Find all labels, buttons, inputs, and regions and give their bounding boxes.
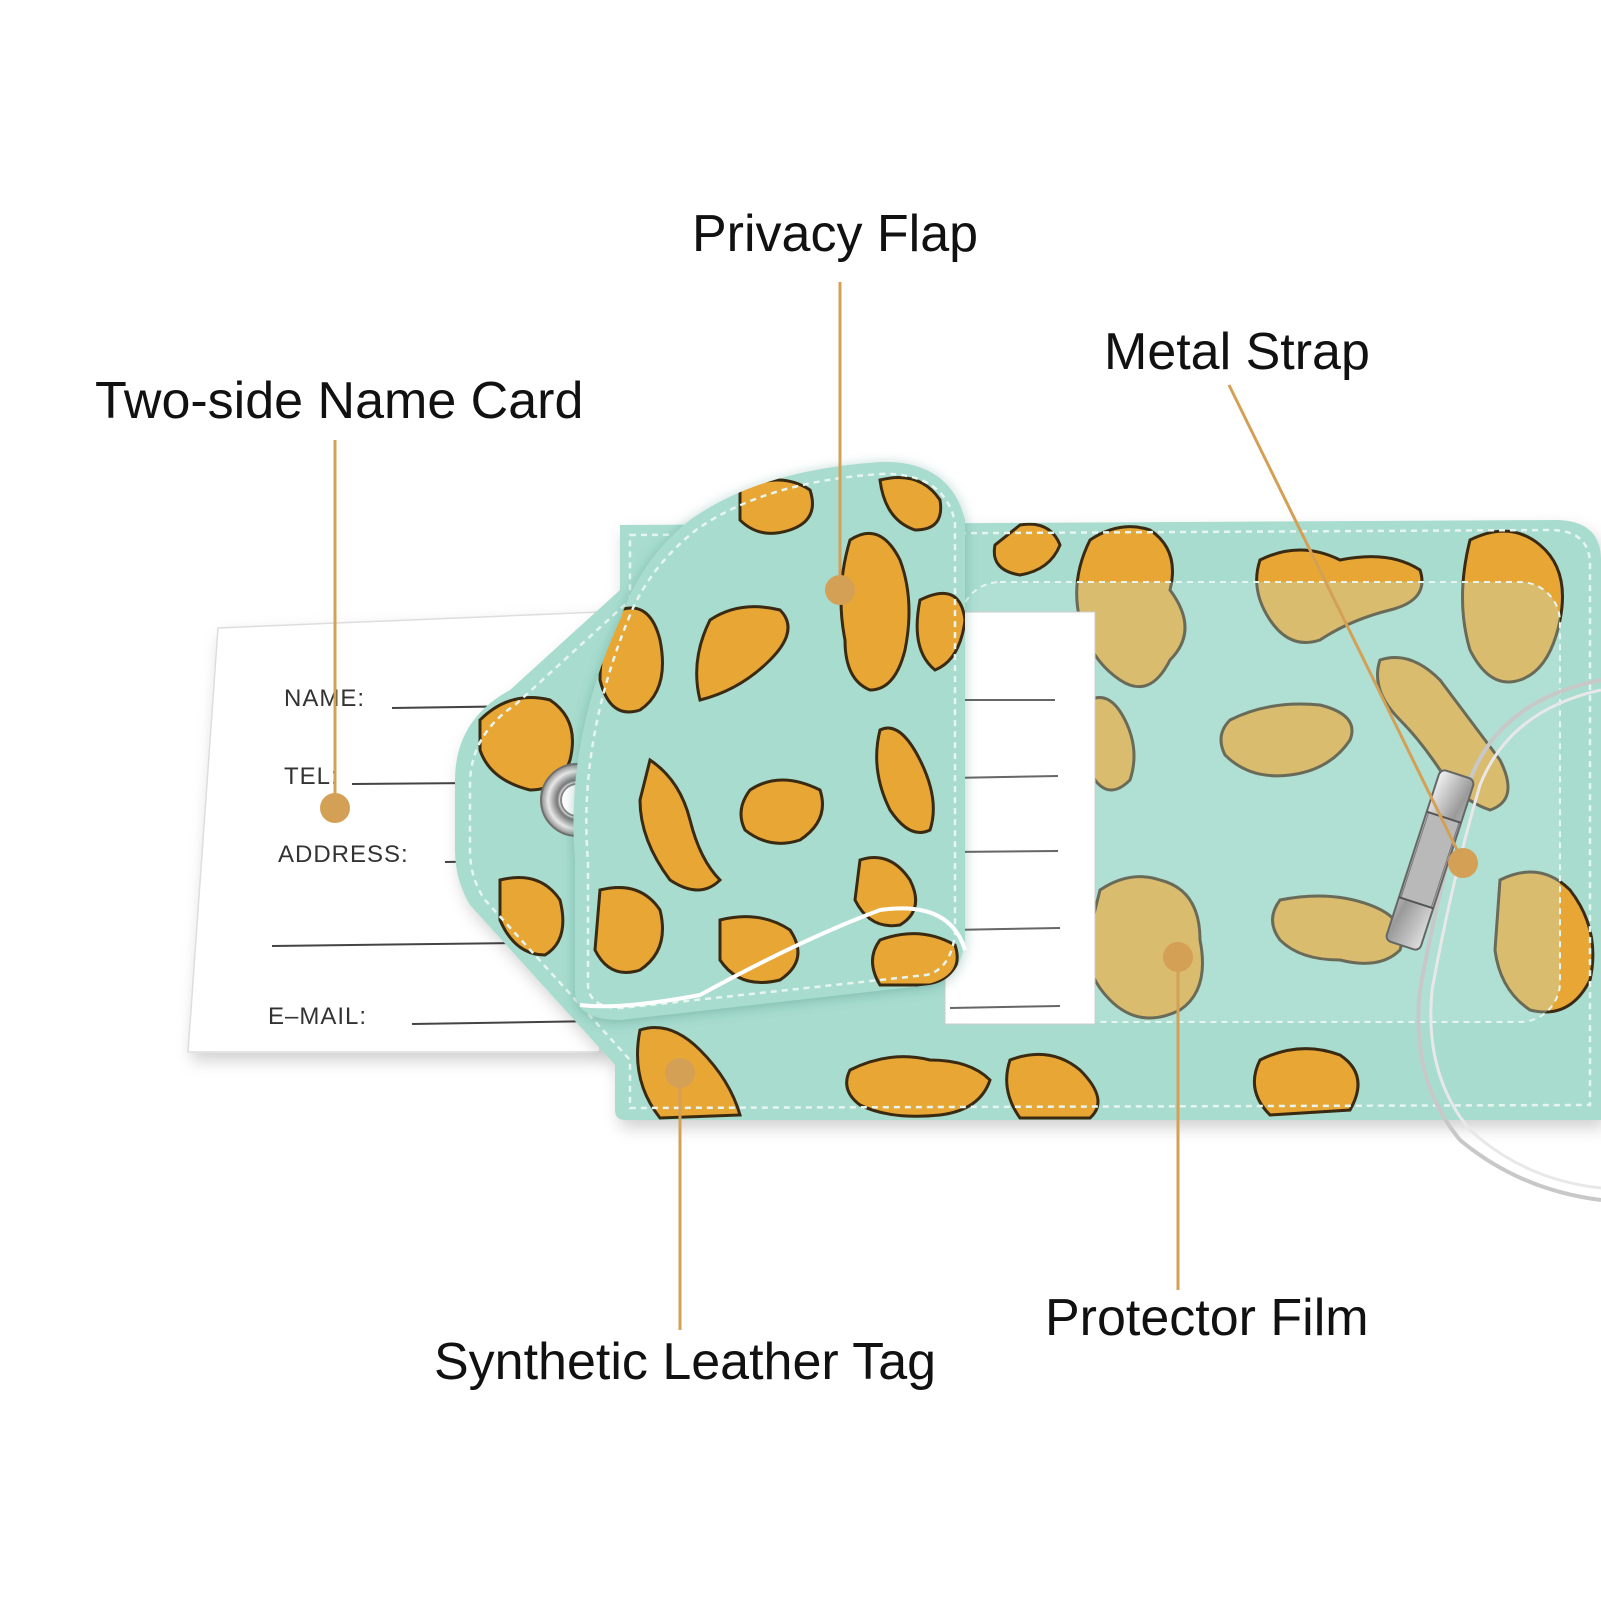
metal-strap-label: Metal Strap xyxy=(1104,323,1370,381)
inner-name-card xyxy=(944,611,1096,1025)
metal-strap xyxy=(1385,678,1601,1202)
address-field-label: ADDRESS: xyxy=(278,841,409,868)
protector-film-label: Protector Film xyxy=(1045,1289,1369,1347)
name-card-label: Two-side Name Card xyxy=(95,372,584,430)
name-field-label: NAME: xyxy=(284,685,365,712)
leader-dots xyxy=(320,575,1478,1088)
strap-screw-lock xyxy=(1385,769,1475,951)
privacy-flap xyxy=(573,461,967,1020)
email-field-label: E–MAIL: xyxy=(268,1003,367,1030)
leader-lines xyxy=(333,282,1465,1330)
tel-field-label: TEL: xyxy=(284,763,339,790)
leather-tag-label: Synthetic Leather Tag xyxy=(434,1333,937,1391)
privacy-flap-label: Privacy Flap xyxy=(692,205,979,263)
